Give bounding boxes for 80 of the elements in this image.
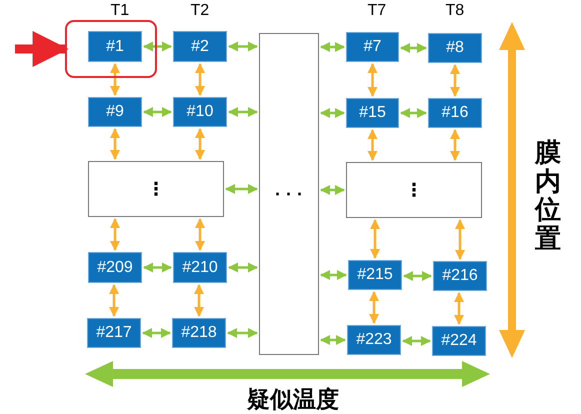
arrow — [368, 63, 378, 97]
ellipsis-box — [88, 161, 224, 217]
arrow — [110, 218, 120, 251]
cell-box — [88, 97, 142, 127]
axis-label: 疑似温度 — [247, 384, 339, 414]
cell-label: #9 — [106, 103, 124, 121]
cell-box — [432, 326, 486, 356]
ellipsis: ⋮ — [405, 181, 423, 199]
cell-label: #1 — [106, 38, 124, 56]
arrow — [369, 291, 379, 324]
ellipsis-box — [259, 33, 319, 355]
arrow — [455, 219, 465, 260]
cell-box — [173, 97, 227, 127]
arrow — [402, 336, 431, 346]
cell-label: #15 — [359, 104, 386, 122]
cell-label: #216 — [442, 267, 478, 285]
arrow — [368, 129, 378, 161]
arrow — [143, 42, 172, 52]
arrow — [320, 185, 345, 195]
arrow — [403, 271, 432, 281]
column-header: T7 — [368, 2, 386, 20]
arrow — [400, 43, 427, 53]
ellipsis: ⋮ — [147, 180, 165, 198]
arrow — [450, 129, 460, 161]
arrow — [454, 292, 464, 325]
cell-label: #8 — [446, 39, 464, 57]
cell-label: #210 — [182, 258, 218, 276]
cell-box — [88, 31, 142, 62]
cell-box — [347, 325, 401, 355]
cell-box — [348, 260, 402, 290]
column-header: T1 — [110, 2, 130, 20]
arrow — [400, 108, 427, 118]
arrow — [143, 107, 172, 117]
cell-label: #223 — [356, 331, 392, 349]
cell-box — [433, 261, 487, 291]
cell-box — [428, 33, 482, 63]
arrow — [450, 64, 460, 97]
arrow — [228, 262, 258, 272]
cell-box — [172, 318, 226, 348]
arrow — [320, 335, 346, 345]
cell-box — [88, 252, 142, 283]
cell-label: #215 — [357, 266, 393, 284]
arrow — [110, 128, 120, 160]
arrow — [320, 42, 345, 52]
cell-box — [87, 318, 141, 348]
cell-label: #10 — [186, 103, 214, 121]
cell-label: #209 — [97, 258, 133, 276]
arrow — [370, 219, 380, 259]
arrow — [320, 108, 345, 118]
cell-box — [346, 98, 399, 128]
arrow — [320, 270, 347, 280]
cell-box — [173, 252, 227, 283]
cell-label: #218 — [181, 324, 217, 342]
ellipsis: · · · — [275, 185, 303, 203]
cell-label: #2 — [191, 38, 209, 56]
cell-label: #224 — [441, 332, 477, 350]
arrow — [227, 328, 258, 338]
cell-label: #16 — [442, 104, 468, 122]
cell-box — [428, 98, 482, 128]
arrow — [142, 328, 171, 338]
arrow — [228, 42, 258, 52]
arrow — [195, 63, 205, 96]
arrow — [194, 284, 204, 317]
column-header: T8 — [446, 2, 464, 20]
cell-label: #7 — [364, 38, 382, 56]
ellipsis-box — [346, 162, 482, 218]
arrow — [110, 63, 120, 96]
cell-box — [346, 32, 399, 62]
arrow — [228, 107, 258, 117]
arrow — [143, 262, 172, 272]
highlight-frame — [65, 20, 157, 78]
arrow — [225, 184, 258, 194]
arrow — [109, 284, 119, 317]
arrow — [195, 218, 205, 251]
column-header: T2 — [190, 2, 210, 20]
arrow — [15, 31, 69, 67]
axis-label: 膜内位置 — [535, 138, 561, 252]
cell-label: #217 — [96, 324, 132, 342]
cell-box — [173, 31, 227, 62]
arrow — [195, 128, 205, 160]
